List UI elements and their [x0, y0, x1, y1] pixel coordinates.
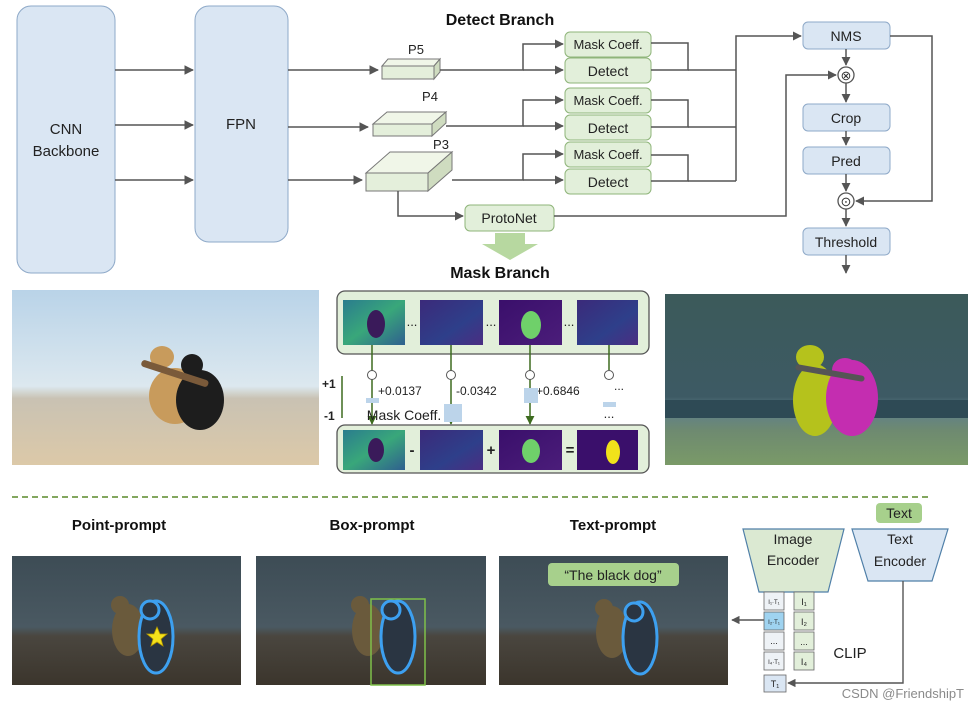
text-input-label: Text: [886, 505, 912, 521]
star-point-icon: [145, 625, 169, 647]
op-equals: =: [566, 442, 575, 459]
coeff-dots-below: ...: [604, 406, 615, 421]
input-beach-photo: [12, 290, 319, 465]
coeff-multiply-nodes: [367, 370, 614, 380]
level-to-head-arrows: [440, 39, 564, 185]
fpn-to-levels-arrows: [288, 65, 379, 185]
head-group-p4: Mask Coeff. Detect: [564, 87, 652, 141]
assembly-maps: [343, 430, 638, 470]
point-prompt-title: Point-prompt: [72, 517, 166, 534]
op-minus: -: [410, 442, 415, 459]
crop-label: Crop: [831, 110, 862, 126]
clip-label: CLIP: [833, 645, 866, 662]
similarity-3: ...: [770, 636, 778, 646]
head-group-p5: Mask Coeff. Detect: [564, 31, 652, 84]
similarity-1: I₁·T₁: [768, 600, 779, 606]
p5-label: P5: [408, 42, 424, 57]
similarity-2: I₂·T₁: [768, 620, 780, 626]
axis-plus-label: +1: [322, 377, 336, 391]
protonet-label: ProtoNet: [481, 210, 536, 226]
protonet-block: [464, 204, 555, 232]
image-embedding-1: I₁: [801, 597, 807, 607]
mask-coeff-label: Mask Coeff.: [367, 407, 441, 423]
image-embedding-3: ...: [800, 637, 808, 647]
detect-head-p3-label: Detect: [588, 174, 629, 190]
prototype-dots-1: ...: [407, 314, 418, 329]
protonet-connectors: [397, 70, 837, 221]
text-encoder-label-2: Encoder: [874, 553, 926, 569]
clip-connectors: [731, 581, 904, 688]
prototypes-panel: [336, 290, 650, 355]
text-embedding-label: T₁: [771, 679, 780, 689]
detect-head-p5-label: Detect: [588, 63, 629, 79]
p4-feature-slab: [371, 110, 448, 138]
cnn-backbone-block: [16, 5, 116, 274]
image-encoder-label-2: Encoder: [767, 552, 819, 568]
cnn-backbone-label-2: Backbone: [33, 143, 100, 160]
box-prompt-bbox: [370, 598, 426, 686]
mask-coeff-head-p4-label: Mask Coeff.: [573, 93, 642, 108]
heads-to-nms-connectors: [651, 31, 802, 182]
head-group-p3: Mask Coeff. Detect: [564, 141, 652, 195]
image-encoder-block: [742, 528, 845, 593]
box-prompt-photo: [256, 556, 486, 686]
mask-coeff-head-p5-label: Mask Coeff.: [573, 37, 642, 52]
p3-feature-slab: [364, 150, 454, 193]
p4-label: P4: [422, 89, 438, 104]
watermark: CSDN @FriendshipT: [842, 686, 964, 701]
text-prompt-title: Text-prompt: [570, 517, 656, 534]
dot-op-symbol: ⊙: [841, 194, 852, 209]
detect-head-p4-label: Detect: [588, 120, 629, 136]
nms-label: NMS: [830, 28, 861, 44]
fpn-label: FPN: [226, 116, 256, 133]
similarity-4: I₄·T₁: [768, 660, 780, 666]
text-embedding-cell: [763, 674, 787, 693]
mask-branch-down-arrow: [482, 233, 538, 260]
text-input-badge: [876, 503, 922, 523]
coeff-value-1: +0.0137: [378, 384, 422, 398]
box-prompt-title: Box-prompt: [330, 517, 415, 534]
threshold-label: Threshold: [815, 234, 877, 250]
image-embedding-column: [793, 591, 815, 671]
p3-label: P3: [433, 137, 449, 152]
axis-minus-label: -1: [324, 409, 335, 423]
op-plus: +: [487, 442, 496, 459]
pipeline-arrows: [841, 35, 933, 274]
text-encoder-block: [851, 528, 949, 582]
mask-coeff-head-p3-label: Mask Coeff.: [573, 147, 642, 162]
coeff-bars: [366, 388, 616, 422]
pred-label: Pred: [831, 153, 861, 169]
fpn-block: [194, 5, 289, 243]
mask-assembly-panel: [336, 424, 650, 474]
text-query-label: “The black dog”: [564, 567, 662, 583]
prototype-dots-3: ...: [564, 314, 575, 329]
image-encoder-label-1: Image: [774, 531, 813, 547]
p5-feature-slab: [380, 57, 442, 81]
combine-op-symbol: ⊗: [841, 68, 852, 83]
mask-coeff-head-p5: [564, 31, 652, 58]
prototype-dots-2: ...: [486, 314, 497, 329]
mask-branch-title: Mask Branch: [450, 265, 550, 282]
text-query-bubble: [548, 563, 679, 586]
text-encoder-label-1: Text: [887, 531, 913, 547]
image-embedding-2: I₂: [801, 617, 808, 627]
coeff-value-2: -0.0342: [456, 384, 497, 398]
similarity-column: [763, 591, 785, 671]
segmentation-result-photo: [665, 294, 968, 465]
coeff-value-3: +0.6846: [536, 384, 580, 398]
point-prompt-photo: [12, 556, 241, 685]
cnn-backbone-label-1: CNN: [50, 121, 83, 138]
detect-branch-title: Detect Branch: [446, 12, 554, 29]
image-embedding-4: I₄: [801, 657, 808, 667]
backbone-to-fpn-arrows: [115, 65, 194, 185]
coeff-value-4: ...: [614, 379, 624, 393]
prototype-maps: [343, 300, 638, 345]
